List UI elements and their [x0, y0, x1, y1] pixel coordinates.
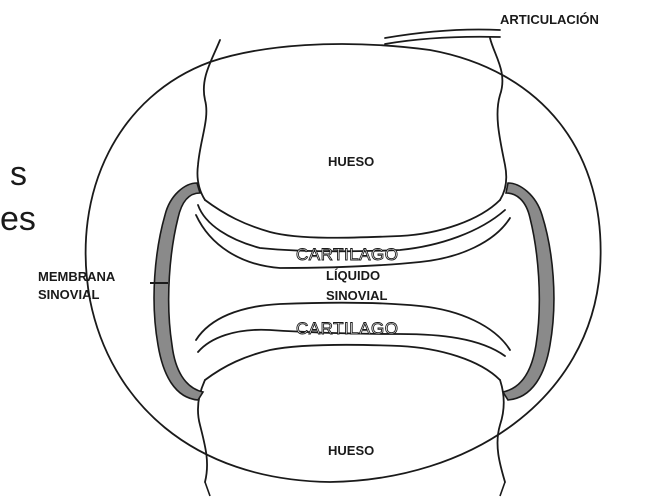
label-membrana-line2: SINOVIAL: [38, 287, 99, 303]
lower-bone-head: [205, 345, 500, 380]
synovial-membrane-right: [503, 183, 554, 400]
cropped-text-fragment-2: es: [0, 200, 36, 238]
label-cartilago-lower: CARTILAGO: [296, 319, 398, 339]
label-liquido-line2: SINOVIAL: [326, 288, 387, 304]
label-liquido-line1: LÍQUIDO: [326, 268, 380, 284]
label-hueso-upper: HUESO: [328, 154, 374, 170]
cropped-text-fragment-1: s: [10, 155, 27, 193]
label-articulacion: ARTICULACIÓN: [500, 12, 599, 28]
label-cartilago-upper: CARTILAGO: [296, 245, 398, 265]
label-membrana-line1: MEMBRANA: [38, 269, 115, 285]
label-hueso-lower: HUESO: [328, 443, 374, 459]
upper-bone-right-edge: [490, 38, 506, 200]
upper-bone-head: [205, 200, 500, 238]
upper-bone-left-edge: [197, 40, 220, 200]
